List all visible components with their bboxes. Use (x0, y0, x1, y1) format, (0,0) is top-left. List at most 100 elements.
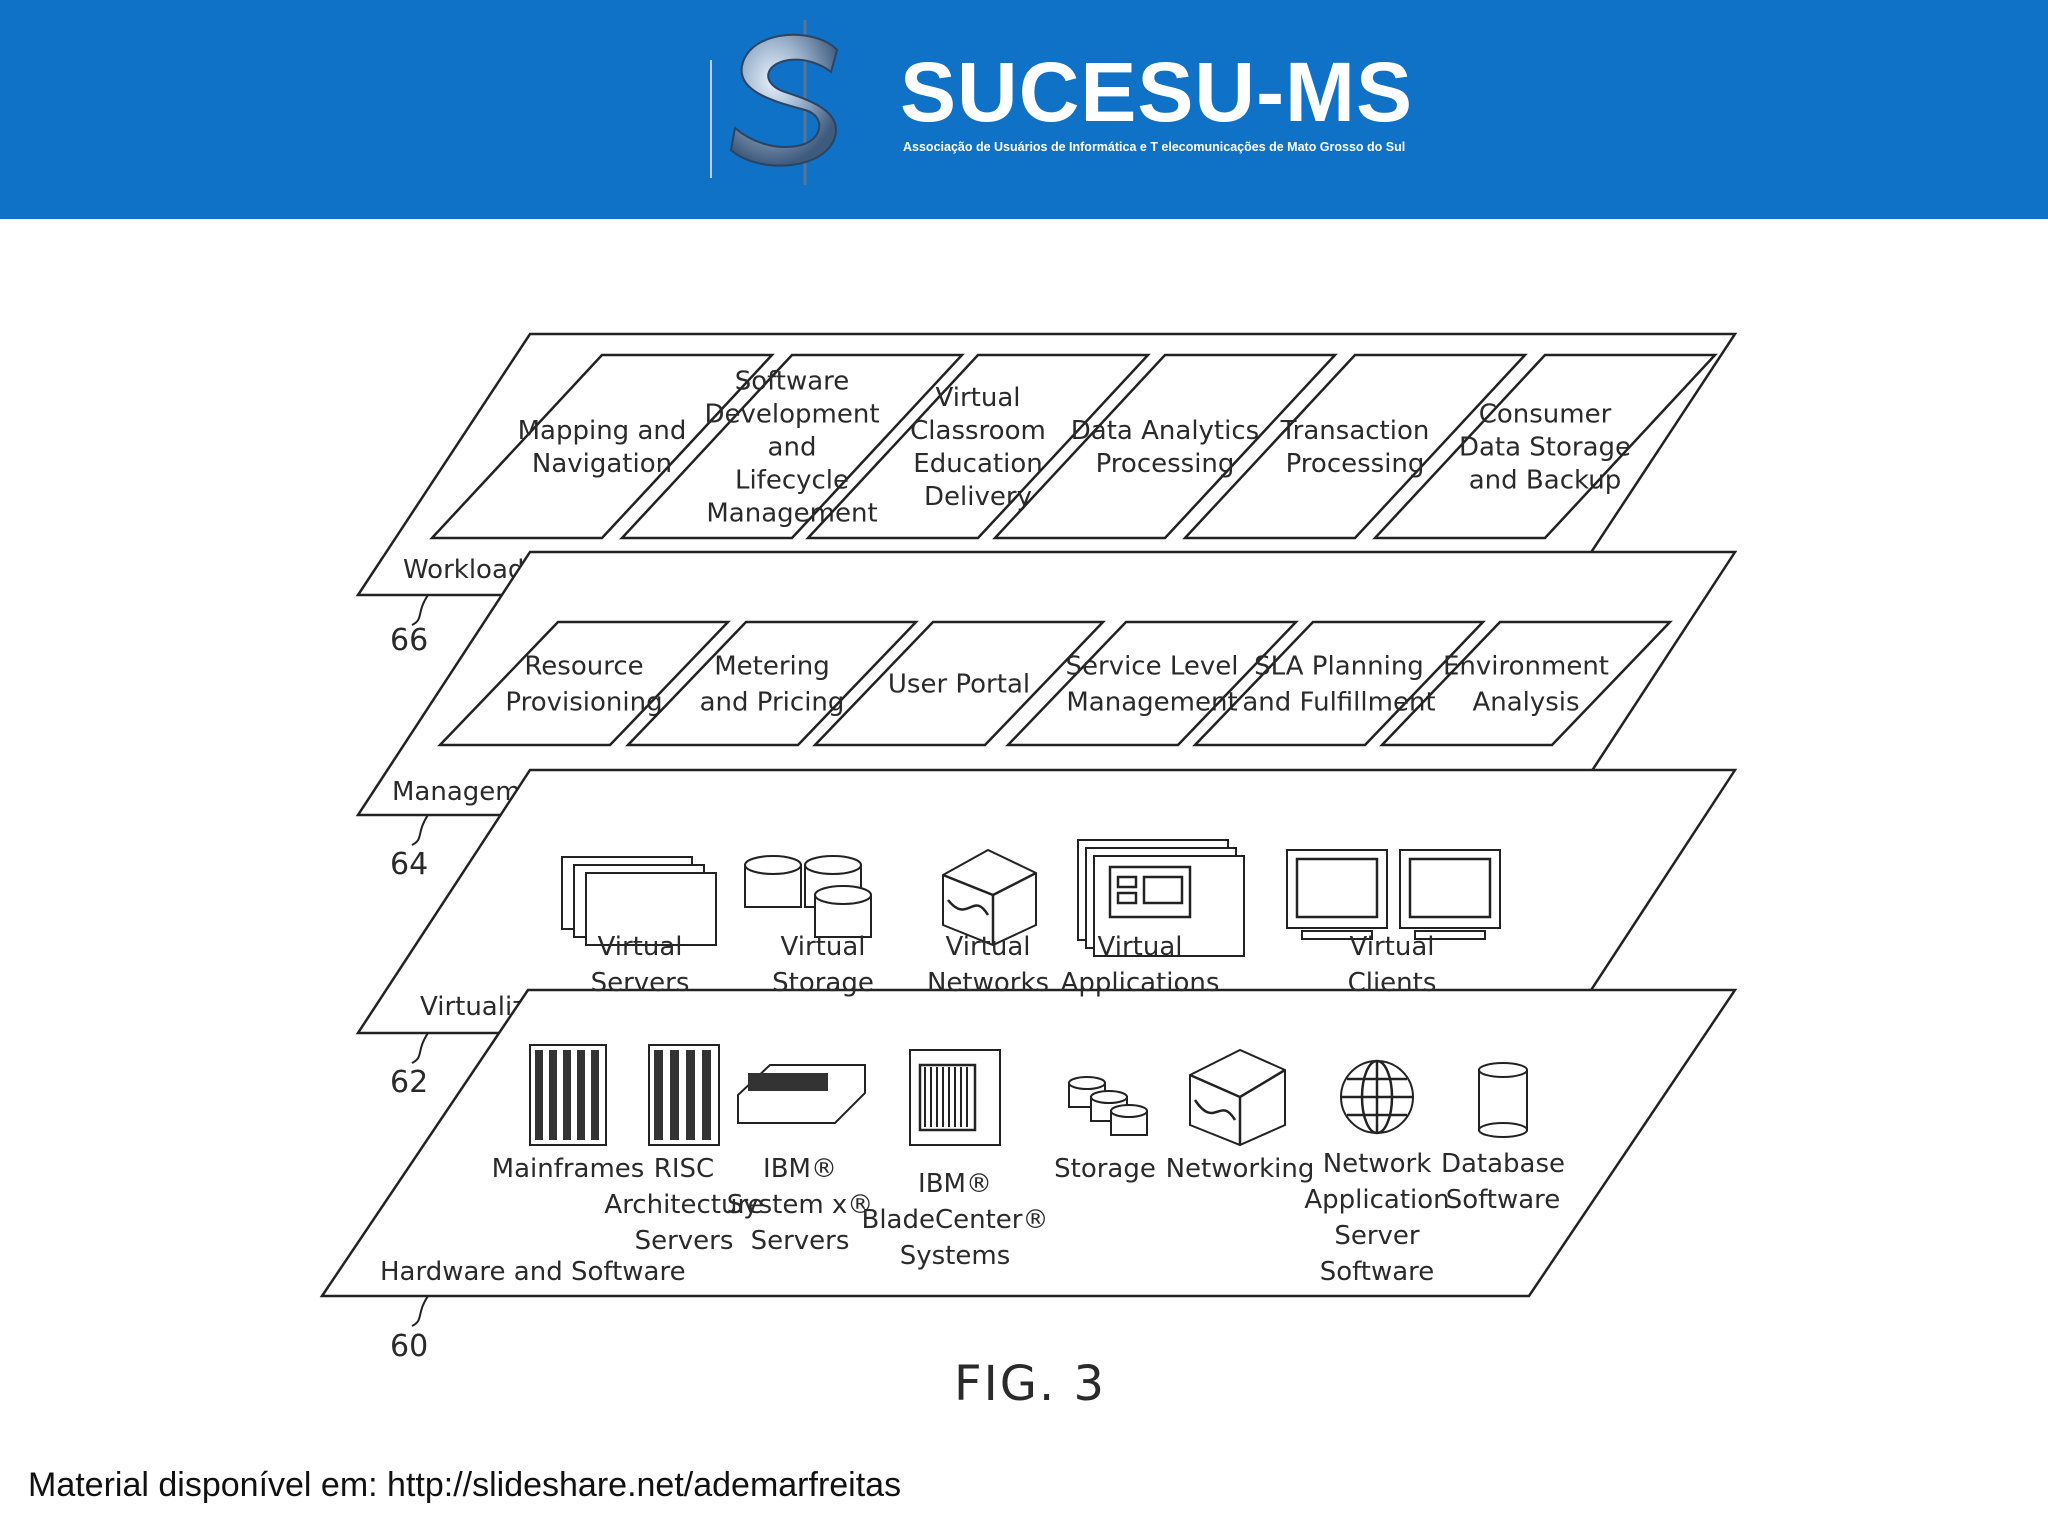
box-label-line: Resource (524, 652, 643, 682)
s-globe-logo-icon (710, 20, 839, 185)
figure-label: FIG. 3 (954, 1356, 1106, 1412)
box-sla-planning-and-fulfillment: SLA Planning and Fulfillment (1192, 620, 1486, 747)
box-label-line: and Backup (1469, 466, 1621, 496)
reference-leader (411, 814, 429, 846)
globe-icon (1340, 1059, 1414, 1135)
box-label-line: Delivery (924, 482, 1032, 512)
item-label-line: Software (1320, 1257, 1435, 1287)
reference-number: 64 (390, 847, 428, 882)
item-label-line: RISC (654, 1154, 714, 1184)
monitors-icon (1286, 849, 1501, 940)
box-label-line: Lifecycle (735, 466, 849, 496)
networking-cube-icon (1189, 1048, 1286, 1147)
box-label-line: Navigation (532, 449, 672, 479)
source-caption: Material disponível em: http://slideshar… (28, 1466, 902, 1504)
box-label-line: Environment (1443, 652, 1609, 682)
box-label-line: Data Storage (1459, 433, 1631, 463)
box-label-line: Processing (1286, 449, 1425, 479)
item-label-line: Applications (1061, 968, 1220, 998)
reference-leader (411, 1032, 429, 1064)
item-mainframes: Mainframes (492, 1044, 645, 1184)
box-label-line: User Portal (888, 670, 1030, 700)
item-label-line: Virtual (1098, 932, 1183, 962)
box-label-line: Data Analytics (1071, 416, 1259, 446)
network-cube-icon (942, 848, 1037, 947)
box-label-line: and (768, 433, 817, 463)
risc-server-icon (648, 1044, 720, 1146)
reference-number: 60 (390, 1329, 428, 1364)
box-label-line: Management (1066, 688, 1237, 718)
item-label-line: Application (1304, 1185, 1449, 1215)
rack-server-icon (737, 1064, 866, 1124)
servers-stack-icon (561, 856, 717, 946)
item-label-line: Mainframes (492, 1154, 645, 1184)
organization-name: SUCESU-MS (900, 45, 1414, 139)
database-icon (1478, 1062, 1528, 1138)
blade-center-icon (909, 1049, 1001, 1146)
reference-leader (411, 1295, 429, 1327)
box-label-line: Education (913, 449, 1042, 479)
box-outline (1005, 620, 1299, 747)
box-label-line: Metering (714, 652, 830, 682)
item-label-line: Networks (927, 968, 1049, 998)
box-outline (437, 620, 731, 747)
box-label-line: Mapping and (518, 416, 687, 446)
box-label-line: Management (706, 499, 877, 529)
box-label-line: SLA Planning (1254, 652, 1424, 682)
box-user-portal: User Portal (812, 620, 1106, 747)
item-storage: Storage (1054, 1076, 1156, 1184)
storage-cylinders-icon (744, 855, 872, 938)
item-label-line: Virtual (598, 932, 683, 962)
item-label-line: Servers (591, 968, 690, 998)
box-label-line: Classroom (910, 416, 1046, 446)
header-banner: SUCESU-MS Associação de Usuários de Info… (0, 0, 2048, 219)
box-outline (1379, 620, 1673, 747)
box-outline (812, 620, 1106, 747)
reference-leader (411, 594, 429, 626)
mainframe-icon (529, 1044, 607, 1146)
box-label-line: and Fulfillment (1242, 688, 1435, 718)
item-label-line: Software (1446, 1185, 1561, 1215)
item-label-line: Architecture (604, 1190, 763, 1220)
item-label-line: Virtual (946, 932, 1031, 962)
box-outline (1192, 620, 1486, 747)
box-label-line: and Pricing (700, 688, 845, 718)
box-outline (429, 353, 775, 540)
item-label-line: Database (1441, 1149, 1565, 1179)
box-label-line: Processing (1096, 449, 1235, 479)
item-label-line: Storage (772, 968, 874, 998)
reference-number: 66 (390, 623, 428, 658)
box-outline (1182, 353, 1528, 540)
box-outline (625, 620, 919, 747)
box-outline (619, 353, 965, 540)
item-networking: Networking (1166, 1048, 1314, 1184)
box-metering-and-pricing: Metering and Pricing (625, 620, 919, 747)
item-label-line: Storage (1054, 1154, 1156, 1184)
box-label-line: Service Level (1066, 652, 1239, 682)
box-label-line: Development (704, 400, 879, 430)
layer-name: Hardware and Software (380, 1257, 686, 1287)
organization-subtitle: Associação de Usuários de Informática e … (903, 140, 1406, 154)
box-label-line: Provisioning (505, 688, 662, 718)
box-label-line: Analysis (1472, 688, 1579, 718)
box-label-line: Consumer (1479, 400, 1612, 430)
item-label-line: System x® (727, 1190, 874, 1220)
item-label-line: BladeCenter® (861, 1205, 1048, 1235)
reference-number: 62 (390, 1065, 428, 1100)
item-label-line: Virtual (1350, 932, 1435, 962)
item-label-line: Systems (900, 1241, 1011, 1271)
item-label-line: Server (1334, 1221, 1420, 1251)
